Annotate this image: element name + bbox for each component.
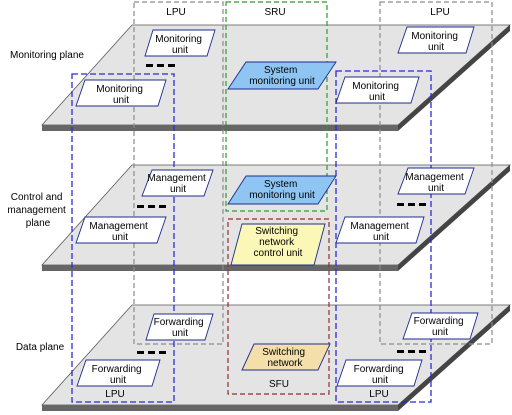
switching-network-unit-label: Switching network xyxy=(262,347,308,369)
sfu-label: SFU xyxy=(269,379,289,390)
sru-label: SRU xyxy=(264,7,285,18)
control-plane-label: Control and management plane xyxy=(7,192,68,229)
dash-mark xyxy=(397,203,404,206)
management-unit-front-left-label: Management unit xyxy=(89,221,150,243)
dash-mark xyxy=(148,205,155,208)
data-plane-edge-side xyxy=(398,305,510,411)
monitoring-plane-label: Monitoring plane xyxy=(10,50,84,61)
dash-mark xyxy=(419,203,426,206)
dash-mark xyxy=(148,351,155,354)
dash-mark xyxy=(168,64,175,67)
monitoring-unit-front-right-label: Monitoring unit xyxy=(352,81,401,103)
management-unit-back-left xyxy=(141,169,214,197)
dash-mark xyxy=(419,350,426,353)
lpu-front-right-box xyxy=(335,70,432,403)
forwarding-unit-front-right-label: Forwarding unit xyxy=(354,364,407,386)
management-unit-back-left-label: Management unit xyxy=(147,173,208,195)
sru-box xyxy=(225,1,328,212)
monitoring-plane-edge-front xyxy=(42,125,398,131)
forwarding-unit-front-left xyxy=(76,359,161,387)
forwarding-unit-back-right-label: Forwarding unit xyxy=(414,316,467,338)
dash-mark xyxy=(157,64,164,67)
switching-network-unit xyxy=(241,343,331,371)
lpu-back-left-label: LPU xyxy=(166,7,185,18)
dash-mark xyxy=(137,351,144,354)
lpu-front-left-label: LPU xyxy=(105,389,124,400)
switching-network-control-unit xyxy=(230,223,326,266)
management-unit-front-right-label: Management unit xyxy=(350,221,411,243)
system-monitoring-unit-top xyxy=(227,61,337,90)
forwarding-unit-front-left-label: Forwarding unit xyxy=(92,364,145,386)
forwarding-unit-back-left-label: Forwarding unit xyxy=(154,317,207,339)
system-monitoring-unit-top-label: System monitoring unit xyxy=(249,65,315,87)
lpu-back-right-box xyxy=(379,1,493,345)
monitoring-unit-back-left xyxy=(144,29,216,57)
lpu-front-right-label: LPU xyxy=(369,389,388,400)
dash-mark xyxy=(397,350,404,353)
data-plane-label: Data plane xyxy=(16,342,65,353)
lpu-front-left-box xyxy=(71,73,175,403)
data-plane-edge-front xyxy=(42,405,398,411)
management-unit-back-right-label: Management unit xyxy=(405,172,466,194)
monitoring-unit-front-left xyxy=(75,79,167,107)
monitoring-unit-front-left-label: Monitoring unit xyxy=(96,84,145,106)
ellipsis-marks xyxy=(137,64,426,354)
monitoring-unit-front-right xyxy=(335,76,420,104)
dash-mark xyxy=(408,203,415,206)
monitoring-unit-back-left-label: Monitoring unit xyxy=(155,34,204,56)
monitoring-plane-edge-side xyxy=(398,25,510,131)
control-plane-edge-side xyxy=(398,165,510,271)
sfu-box xyxy=(227,218,330,395)
dash-mark xyxy=(159,351,166,354)
management-unit-front-right xyxy=(335,216,425,244)
switching-network-control-unit-label: Switching network control unit xyxy=(254,226,303,259)
lpu-back-left-box xyxy=(133,1,224,345)
control-plane-edge-front xyxy=(42,265,398,271)
system-monitoring-unit-mid xyxy=(227,175,337,205)
forwarding-unit-back-left xyxy=(145,313,214,341)
monitoring-unit-back-right-label: Monitoring unit xyxy=(411,31,460,53)
monitoring-unit-back-right xyxy=(397,26,475,54)
management-unit-back-right xyxy=(397,167,475,195)
dash-mark xyxy=(159,205,166,208)
forwarding-unit-back-right xyxy=(402,312,479,340)
forwarding-unit-front-right xyxy=(336,359,423,387)
management-unit-front-left xyxy=(75,216,167,244)
dash-mark xyxy=(137,205,144,208)
lpu-back-right-label: LPU xyxy=(430,7,449,18)
system-monitoring-unit-mid-label: System monitoring unit xyxy=(249,179,315,201)
dash-mark xyxy=(146,64,153,67)
dash-mark xyxy=(408,350,415,353)
